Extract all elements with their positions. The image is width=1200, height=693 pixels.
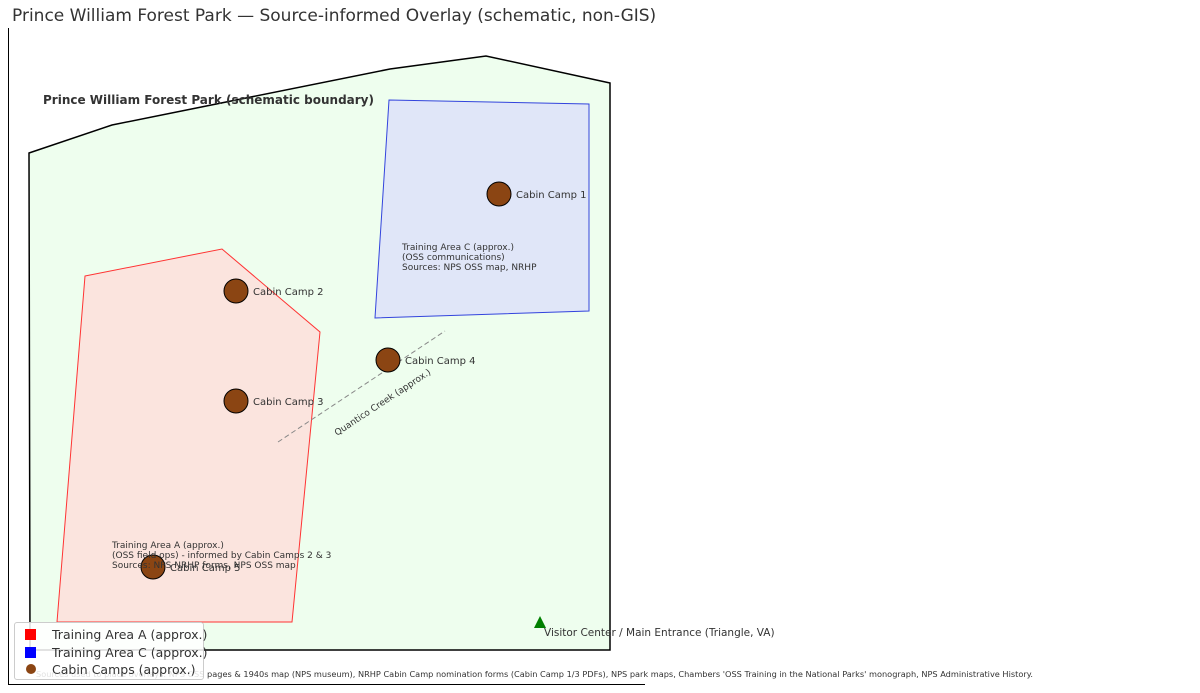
- park-boundary-label: Prince William Forest Park (schematic bo…: [43, 93, 374, 107]
- training-area-a-note-line-3: Sources: NPS NRHP forms, NPS OSS map: [112, 561, 296, 571]
- map-legend: Training Area A (approx.) Training Area …: [14, 622, 208, 680]
- training-area-c-note-line-2: (OSS communications): [402, 253, 505, 263]
- cabin-camp-2-label: Cabin Camp 2: [253, 287, 324, 298]
- cabin-camp-2-dot[interactable]: [223, 278, 249, 304]
- legend-label-cabin-camps: Cabin Camps (approx.): [52, 661, 196, 677]
- training-area-c-note-line-3: Sources: NPS OSS map, NRHP: [402, 263, 537, 273]
- legend-swatch-brown-dot: [26, 664, 36, 674]
- map-title: Prince William Forest Park — Source-info…: [12, 6, 657, 26]
- cabin-camp-5-dot[interactable]: [140, 554, 166, 580]
- quantico-creek-line: [277, 330, 446, 443]
- cabin-camp-5-marker[interactable]: Cabin Camp 5: [140, 554, 241, 580]
- training-area-a-note-line-1: Training Area A (approx.): [111, 541, 224, 551]
- legend-item-training-area-c: Training Area C (approx.): [25, 644, 208, 660]
- legend-swatch-blue: [25, 646, 36, 658]
- cabin-camp-3-dot[interactable]: [223, 388, 249, 414]
- cabin-camp-1-label: Cabin Camp 1: [516, 190, 587, 201]
- sources-note: Sources used to place overlays: NPS OSS …: [36, 669, 1033, 679]
- cabin-camp-3-label: Cabin Camp 3: [253, 397, 324, 408]
- cabin-camp-1-marker[interactable]: Cabin Camp 1: [486, 181, 587, 207]
- cabin-camp-5-label: Cabin Camp 5: [170, 563, 241, 574]
- training-area-c-note: Training Area C (approx.) (OSS communica…: [401, 243, 537, 273]
- training-area-a-note: Training Area A (approx.) (OSS field ops…: [111, 541, 334, 571]
- cabin-camp-4-label: Cabin Camp 4: [405, 356, 476, 367]
- training-area-a[interactable]: [56, 248, 321, 623]
- cabin-camp-2-marker[interactable]: Cabin Camp 2: [223, 278, 324, 304]
- cabin-camp-4-marker[interactable]: Cabin Camp 4: [375, 347, 476, 373]
- visitor-center-label: Visitor Center / Main Entrance (Triangle…: [544, 627, 775, 639]
- training-area-a-note-line-2: (OSS field ops) - informed by Cabin Camp…: [112, 551, 331, 561]
- cabin-camp-3-marker[interactable]: Cabin Camp 3: [223, 388, 324, 414]
- legend-swatch-red: [25, 628, 36, 640]
- training-area-c-note-line-1: Training Area C (approx.): [401, 243, 514, 253]
- visitor-center-triangle-icon[interactable]: [534, 616, 546, 628]
- cabin-camp-4-dot[interactable]: [375, 347, 401, 373]
- training-area-c[interactable]: [374, 99, 590, 319]
- legend-label-training-area-a: Training Area A (approx.): [52, 626, 208, 642]
- legend-label-training-area-c: Training Area C (approx.): [52, 644, 208, 660]
- legend-item-training-area-a: Training Area A (approx.): [25, 626, 207, 642]
- cabin-camp-1-dot[interactable]: [486, 181, 512, 207]
- legend-item-cabin-camps: Cabin Camps (approx.): [25, 661, 195, 677]
